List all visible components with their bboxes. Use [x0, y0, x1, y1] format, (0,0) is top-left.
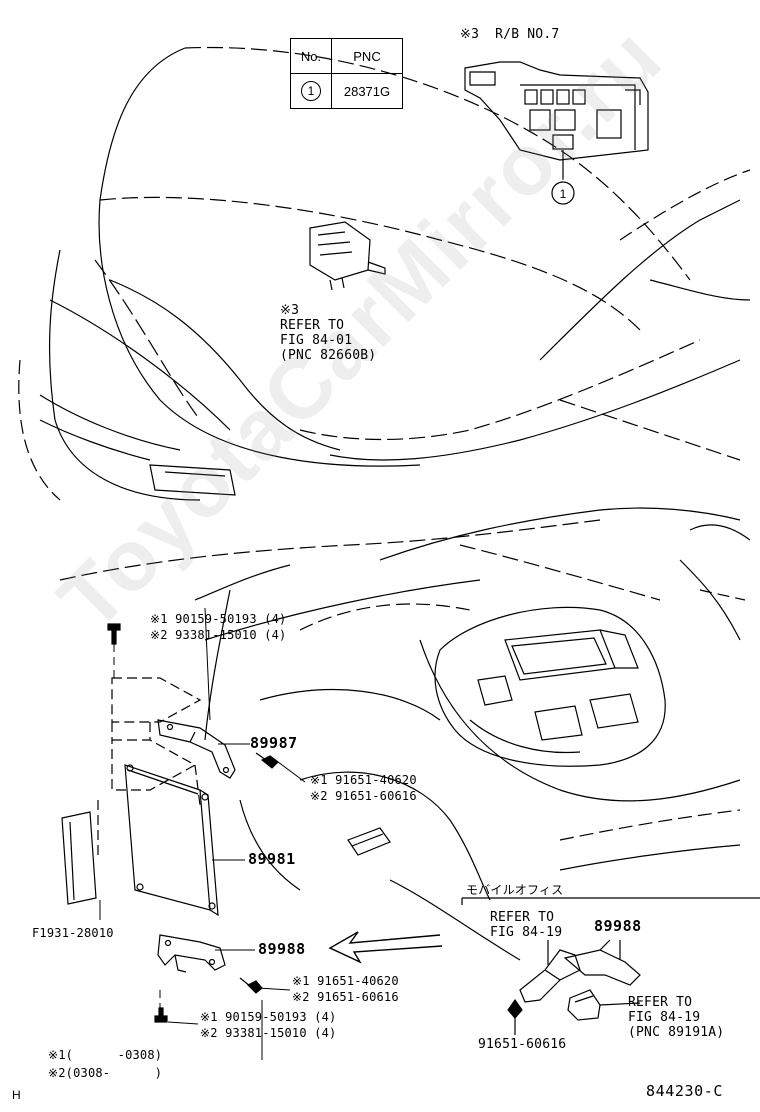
- insulator-pad-f1931-icon: [61, 811, 97, 905]
- leader-lines: [99, 178, 564, 1060]
- table-row: 1 28371G: [290, 73, 403, 109]
- ecu-module-89981-icon: [124, 764, 219, 917]
- table-cell-no: 1: [290, 73, 332, 109]
- dashboard-outline: [59, 507, 751, 961]
- bolt-bottom-spec-1: ※1 90159-50193 (4): [200, 1010, 337, 1024]
- assembly-dashed-guides: [97, 677, 202, 860]
- part-number-f1931: F1931-28010: [32, 926, 114, 940]
- table-header-pnc: PNC: [331, 38, 403, 74]
- table-header-no: No.: [290, 38, 332, 74]
- table-row-number: 1: [301, 81, 321, 101]
- screw-mid-spec-1: ※1 91651-40620: [310, 773, 417, 787]
- footnote-1: ※1( -0308): [48, 1048, 163, 1062]
- mobile-office-title: モバイルオフィス: [466, 883, 564, 897]
- screw-low-spec-2: ※2 91651-60616: [292, 990, 399, 1004]
- bolt-top-spec-2: ※2 93381-15010 (4): [150, 628, 287, 642]
- bracket-89987-icon: [157, 719, 236, 779]
- inset-ref1-line1: REFER TO: [490, 910, 555, 925]
- pnc-table: No. PNC 1 28371G: [290, 38, 403, 109]
- callout-1-label: 1: [560, 187, 567, 201]
- part-number-89988: 89988: [258, 940, 306, 958]
- inset-ref1-line2: FIG 84-19: [490, 925, 563, 940]
- relay-box-no7-icon: [464, 61, 649, 178]
- ref-note-line2: FIG 84-01: [280, 333, 353, 348]
- ref-note-line1: REFER TO: [280, 318, 345, 333]
- inset-ref2-line1: REFER TO: [628, 995, 693, 1010]
- bracket-89988-icon: [157, 934, 226, 973]
- ref-note-mark: ※3: [280, 303, 300, 318]
- inset-ref2-line2: FIG 84-19: [628, 1010, 701, 1025]
- bolt-bottom-spec-2: ※2 93381-15010 (4): [200, 1026, 337, 1040]
- screw-low-spec-1: ※1 91651-40620: [292, 974, 399, 988]
- rb-no7-title: ※3 R/B NO.7: [460, 27, 560, 42]
- diagram-code: 844230-C: [646, 1082, 724, 1100]
- ref-note-line3: (PNC 82660B): [280, 348, 377, 363]
- table-cell-pnc: 28371G: [331, 73, 403, 109]
- table-header-row: No. PNC: [290, 38, 403, 74]
- relay-block-icon: [309, 221, 386, 291]
- inset-ref2-line3: (PNC 89191A): [628, 1025, 725, 1040]
- inset-arrow-icon: [328, 931, 443, 964]
- callout-circle-1: [551, 181, 575, 205]
- screw-mid-spec-2: ※2 91651-60616: [310, 789, 417, 803]
- part-number-89987: 89987: [250, 734, 298, 752]
- center-console-icon: [434, 606, 666, 767]
- inset-part-number-89988: 89988: [594, 917, 642, 935]
- part-number-89981: 89981: [248, 850, 296, 868]
- bolt-icon: [107, 623, 168, 1023]
- bolt-top-spec-1: ※1 90159-50193 (4): [150, 612, 287, 626]
- inset-screw-part-number: 91651-60616: [478, 1037, 567, 1052]
- corner-mark: H: [12, 1088, 21, 1102]
- glovebox-handle-icon: [347, 827, 391, 856]
- mobile-office-inset: [461, 897, 760, 1035]
- footnote-2: ※2(0308- ): [48, 1066, 163, 1080]
